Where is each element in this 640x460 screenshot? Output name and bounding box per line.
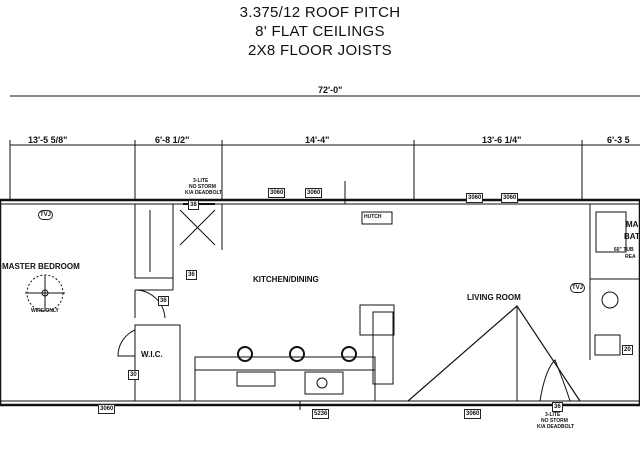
door-note-top-line1: 3-LITE xyxy=(193,178,209,184)
door-tag-36a: 36 xyxy=(186,270,197,280)
door-tag-36b: 36 xyxy=(158,296,169,306)
master-bath-label-b: BAT xyxy=(624,232,640,241)
tv-jack-left: TVJ xyxy=(38,210,54,220)
door-tag-20: 20 xyxy=(622,345,633,355)
wic-label: W.I.C. xyxy=(141,350,163,359)
ceiling-note: 8' FLAT CEILINGS xyxy=(255,23,385,40)
window-tag-3060-6: 3060 xyxy=(464,409,482,419)
tv-jack-right: TVJ xyxy=(570,283,586,293)
overall-length-label: 72'-0" xyxy=(318,85,343,95)
living-room-label: LIVING ROOM xyxy=(467,293,521,302)
tub-note-b: REA xyxy=(625,254,636,260)
door-tag-36c: 36 xyxy=(552,402,563,412)
window-tag-3060-1: 3060 xyxy=(268,188,286,198)
floor-joist-note: 2X8 FLOOR JOISTS xyxy=(247,42,392,59)
door-tag-38: 38 xyxy=(188,200,199,210)
door-note-bottom-line1: 3-LITE xyxy=(545,412,561,418)
door-note-bottom-line3: K/A DEADBOLT xyxy=(537,424,575,430)
dimension-seg3: 14'-4" xyxy=(305,135,330,145)
master-bedroom-label: MASTER BEDROOM xyxy=(2,262,80,271)
dimension-seg4: 13'-6 1/4" xyxy=(482,135,522,145)
kitchen-dining-label: KITCHEN/DINING xyxy=(253,275,319,284)
tub-note: 60" TUB xyxy=(614,247,634,253)
door-note-bottom-line2: NO STORM xyxy=(541,418,568,424)
window-tag-3060-5: 3060 xyxy=(98,404,116,414)
window-tag-3060-4: 3060 xyxy=(501,193,519,203)
roof-pitch-note: 3.375/12 ROOF PITCH xyxy=(239,4,401,21)
door-note-top-line2: NO STORM xyxy=(189,184,216,190)
fan-note: WIRE ONLY xyxy=(31,308,59,314)
window-tag-3060-3: 3060 xyxy=(466,193,484,203)
dimension-seg5: 6'-3 5 xyxy=(607,135,630,145)
window-tag-5236: 5236 xyxy=(312,409,330,419)
hutch-label: HUTCH xyxy=(364,214,382,220)
door-tag-30: 30 xyxy=(128,370,139,380)
dimension-seg1: 13'-5 5/8" xyxy=(28,135,68,145)
master-bath-label-a: MA xyxy=(626,220,639,229)
door-note-top-line3: K/A DEADBOLT xyxy=(185,190,223,196)
window-tag-3060-2: 3060 xyxy=(305,188,323,198)
dimension-seg2: 6'-8 1/2" xyxy=(155,135,190,145)
